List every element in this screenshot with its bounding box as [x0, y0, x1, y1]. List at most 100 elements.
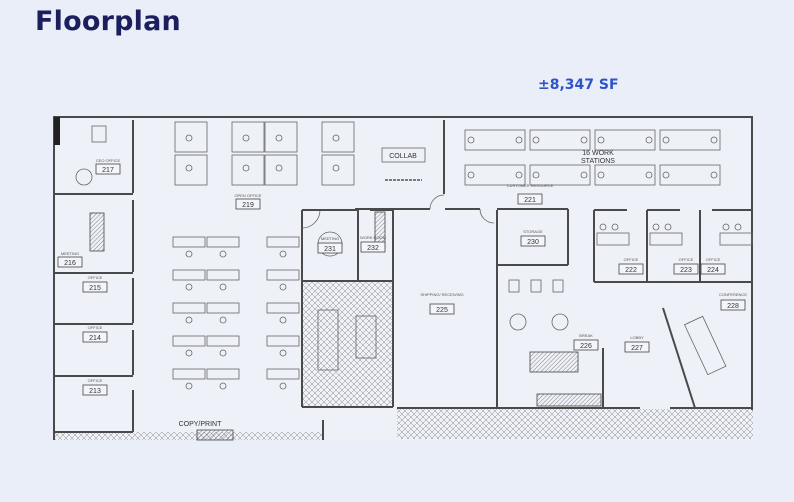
hatched-area	[302, 281, 393, 407]
desk	[206, 302, 240, 314]
desk	[464, 129, 526, 151]
room-number: 231	[324, 246, 336, 253]
room-number: 222	[625, 267, 637, 274]
desk	[355, 315, 377, 359]
chair	[580, 136, 588, 144]
room-name: CONFERENCE	[719, 292, 747, 297]
room-number: 223	[680, 267, 692, 274]
chair	[532, 171, 540, 179]
room-name: OFFICE	[88, 325, 103, 330]
desk	[174, 154, 208, 186]
room-number: 215	[89, 285, 101, 292]
workstations-label-1: 16 WORK	[582, 150, 614, 157]
chair	[515, 136, 523, 144]
desk	[594, 164, 656, 186]
room-217: CEO OFFICE 217	[95, 158, 121, 175]
chair	[219, 382, 227, 390]
chair	[185, 349, 193, 357]
chair	[532, 136, 540, 144]
room-number: 221	[524, 197, 536, 204]
conference-table	[683, 315, 727, 376]
desk	[266, 269, 300, 281]
chair	[219, 349, 227, 357]
desk	[321, 154, 355, 186]
room-number-box	[517, 193, 543, 205]
chair	[242, 134, 250, 142]
chair	[710, 136, 718, 144]
chair	[734, 223, 742, 231]
room-name: OPEN OFFICE	[234, 193, 261, 198]
room-221: CUSTOMER RESOURCE 221	[507, 183, 554, 205]
page-title: Floorplan	[35, 6, 181, 37]
chair	[219, 283, 227, 291]
chair	[279, 349, 287, 357]
room-name: CEO OFFICE	[96, 158, 121, 163]
chair	[332, 164, 340, 172]
desk	[321, 121, 355, 153]
room-number-box	[573, 339, 599, 351]
room-name: OFFICE	[679, 257, 694, 262]
chair	[185, 382, 193, 390]
desk	[266, 302, 300, 314]
chair	[279, 382, 287, 390]
room-223: OFFICE 223	[673, 257, 699, 275]
chair	[219, 250, 227, 258]
room-number: 224	[707, 267, 719, 274]
chair	[185, 164, 193, 172]
chair	[185, 134, 193, 142]
corridor-hatch-left	[53, 432, 323, 440]
room-number: 225	[436, 307, 448, 314]
room-number-box	[82, 331, 108, 343]
chair	[185, 316, 193, 324]
chair	[219, 316, 227, 324]
room-name: OFFICE	[706, 257, 721, 262]
corridor-hatch	[397, 409, 753, 439]
room-number: 217	[102, 167, 114, 174]
room-name: CUSTOMER RESOURCE	[507, 183, 554, 188]
room-224: OFFICE 224	[700, 257, 726, 275]
room-number-box	[720, 299, 746, 311]
chair	[611, 223, 619, 231]
chair	[185, 283, 193, 291]
chair	[279, 283, 287, 291]
chair	[662, 136, 670, 144]
desk	[172, 302, 206, 314]
chair	[332, 134, 340, 142]
room-name: WORK ROOM	[360, 235, 386, 240]
desk	[594, 129, 656, 151]
desk	[530, 279, 542, 293]
desk	[231, 121, 265, 153]
desk	[659, 129, 721, 151]
desk	[266, 335, 300, 347]
interior-walls	[196, 120, 752, 441]
chair	[275, 134, 283, 142]
room-number-box	[429, 303, 455, 315]
desk	[172, 269, 206, 281]
left-offices	[54, 120, 134, 433]
room-number-box	[317, 242, 343, 254]
area-label: ±8,347 SF	[538, 77, 619, 93]
chair	[580, 171, 588, 179]
chair	[664, 223, 672, 231]
room-number: 227	[631, 345, 643, 352]
chair	[722, 223, 730, 231]
chair	[645, 136, 653, 144]
workstations-label-2: STATIONS	[581, 158, 615, 165]
room-name: OFFICE	[88, 378, 103, 383]
desk	[266, 368, 300, 380]
desk	[206, 269, 240, 281]
room-number-box	[235, 198, 261, 210]
chair	[662, 171, 670, 179]
desk	[206, 335, 240, 347]
chair	[645, 171, 653, 179]
chair	[652, 223, 660, 231]
desk	[206, 368, 240, 380]
